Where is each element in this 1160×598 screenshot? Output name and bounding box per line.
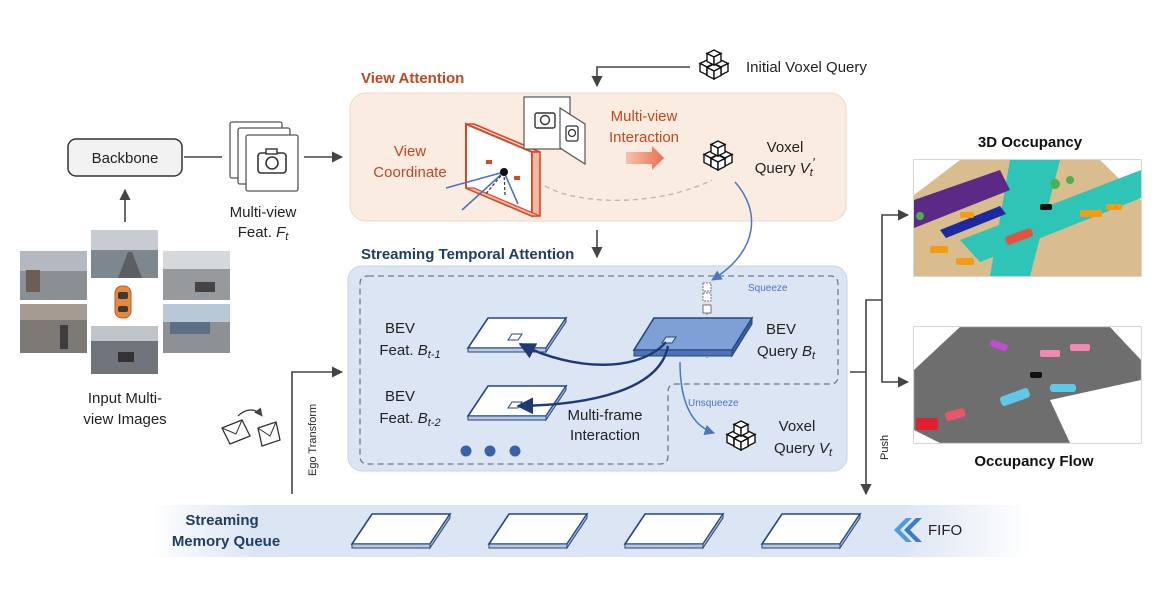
initial-voxel-query-icon [700, 50, 728, 79]
voxel-query-label: Voxel [779, 418, 816, 435]
fifo-icon [894, 518, 922, 542]
to-occupancy-arrow [881, 209, 910, 300]
ego-car-icon [114, 285, 132, 319]
voxel-query-prime-label: Voxel [767, 139, 804, 156]
temporal-inner-dashed-region [359, 275, 839, 465]
memory-queue-band [150, 505, 1030, 557]
fifo-label: FIFO [928, 522, 962, 539]
multiview-interaction-label-2: Interaction [609, 129, 679, 146]
flow-title: Occupancy Flow [974, 453, 1094, 470]
ego-transform-icon [221, 407, 281, 447]
flow-map [913, 326, 1142, 444]
input-images-label: Input Multi- [88, 390, 162, 407]
initial-voxel-query-label: Initial Voxel Query [746, 59, 867, 76]
ego-transform-label: Ego Transform [307, 404, 319, 476]
bev-feat-t2-label-2: Feat. Bt-2 [379, 410, 440, 429]
voxel-query-prime-label-2: Query Vt′ [755, 155, 816, 179]
squeeze-label: Squeeze [748, 283, 788, 294]
view-coordinate-label: View [394, 143, 426, 160]
output-branch-line [850, 299, 882, 373]
bev-feat-t1-label: BEV [385, 320, 415, 337]
squeeze-arrow [711, 181, 753, 281]
multiframe-interaction-label-2: Interaction [570, 427, 640, 444]
multiframe-interaction-label: Multi-frame [567, 407, 642, 424]
initial-query-arrow [591, 66, 690, 88]
view-attention-title: View Attention [361, 70, 464, 87]
multiview-feat-label-2: Feat. Ft [238, 224, 290, 243]
occupancy-title: 3D Occupancy [978, 134, 1083, 151]
voxel-query-label-2: Query Vt [774, 440, 833, 459]
input-images-label-2: view Images [83, 411, 166, 428]
interaction-arrow-t2 [516, 345, 670, 415]
backbone-box [67, 138, 183, 177]
multiview-feat-label: Multi-view [230, 204, 297, 221]
interaction-arrow-t1 [518, 341, 667, 366]
image-plane [465, 122, 541, 218]
ego-transform-arrow [291, 366, 344, 494]
push-label: Push [879, 435, 891, 460]
bev-feat-t2-label: BEV [385, 388, 415, 405]
unsqueeze-label: Unsqueeze [688, 398, 739, 409]
camera-icon [257, 148, 287, 174]
bev-query-label-2: Query Bt [757, 343, 816, 362]
view-coordinate-label-2: Coordinate [373, 164, 446, 181]
memory-queue-label-2: Memory Queue [172, 533, 280, 550]
temporal-attention-title: Streaming Temporal Attention [361, 246, 574, 263]
camera-views-icon [523, 96, 586, 166]
more-frames-dots [460, 445, 521, 457]
multiview-feature-stack [229, 121, 299, 192]
input-images [20, 230, 230, 374]
multiview-interaction-label: Multi-view [611, 108, 678, 125]
to-flow-arrow [881, 300, 910, 388]
occupancy-map [913, 159, 1142, 277]
backbone-label: Backbone [92, 150, 159, 167]
view-frustum [445, 168, 519, 211]
unsqueeze-arrow [679, 361, 715, 435]
bev-feat-t1-label-2: Feat. Bt-1 [379, 342, 440, 361]
interaction-arrow [626, 146, 664, 170]
bev-query-plane [632, 316, 754, 358]
memory-queue-label: Streaming [185, 512, 258, 529]
bev-query-label: BEV [766, 321, 796, 338]
